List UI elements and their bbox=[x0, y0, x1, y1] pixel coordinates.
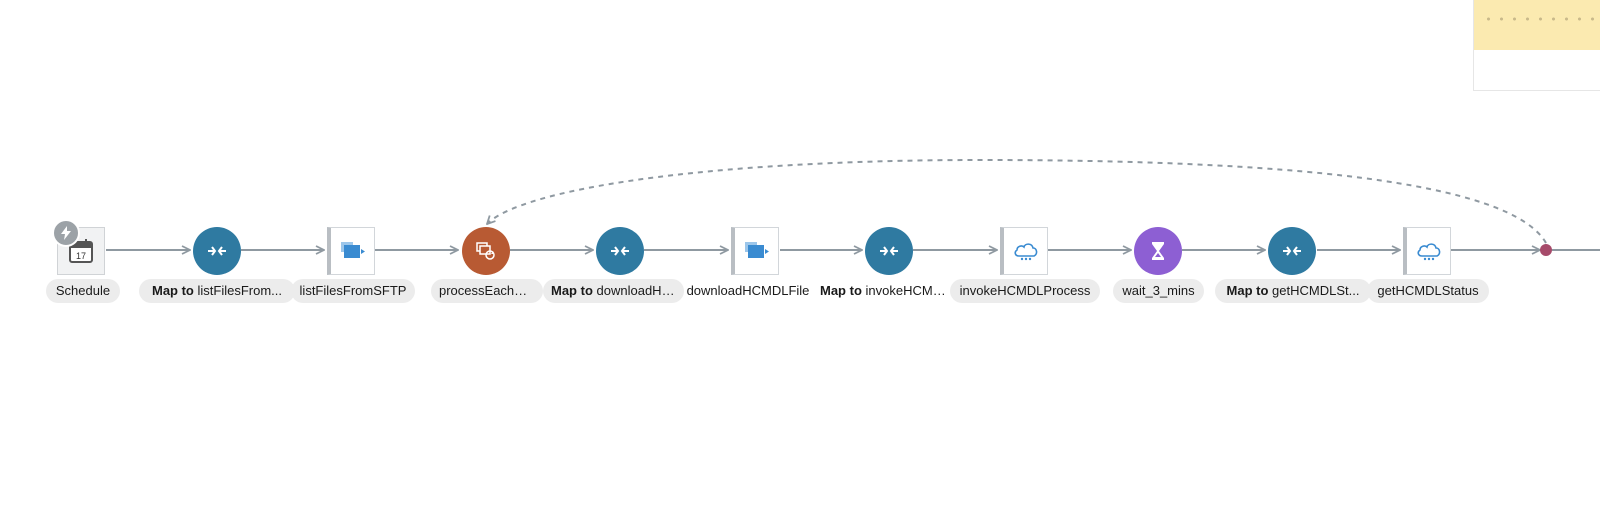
adapter-step-gethcmdlstatus[interactable] bbox=[1403, 227, 1451, 275]
step-label-4[interactable]: Map to downloadHC... bbox=[543, 279, 684, 303]
adapter-step-invokehcmdlprocess[interactable] bbox=[1000, 227, 1048, 275]
step-label-1[interactable]: Map to listFilesFrom... bbox=[139, 279, 295, 303]
map-icon bbox=[208, 246, 226, 256]
step-label-2[interactable]: listFilesFromSFTP bbox=[291, 279, 415, 303]
map-icon bbox=[1283, 246, 1301, 256]
sticky-note-header bbox=[1474, 0, 1600, 50]
hourglass-icon bbox=[1152, 242, 1164, 260]
map-step-gethcmdlstatus[interactable] bbox=[1268, 227, 1316, 275]
step-label-3[interactable]: processEachFile bbox=[431, 279, 543, 303]
step-label-5[interactable]: downloadHCMDLFile bbox=[686, 283, 810, 298]
step-label-6[interactable]: Map to invokeHCMD... bbox=[812, 279, 958, 303]
step-label-6-prefix: Map to bbox=[820, 283, 862, 298]
step-label-9-text: getHCMDLSt... bbox=[1272, 283, 1360, 298]
cloud-adapter-icon bbox=[1416, 243, 1440, 261]
for-each-icon bbox=[476, 242, 495, 260]
loop-end-dot bbox=[1540, 244, 1552, 256]
map-step-invokehcmd[interactable] bbox=[865, 227, 913, 275]
step-label-10[interactable]: getHCMDLStatus bbox=[1367, 279, 1489, 303]
step-label-4-prefix: Map to bbox=[551, 283, 593, 298]
adapter-step-listfilesfromsftp[interactable] bbox=[327, 227, 375, 275]
for-each-step-processeachfile[interactable] bbox=[462, 227, 510, 275]
step-label-1-prefix: Map to bbox=[151, 283, 194, 298]
map-icon bbox=[880, 246, 898, 256]
step-label-1-text: listFilesFrom... bbox=[197, 283, 283, 298]
cloud-adapter-icon bbox=[1013, 243, 1037, 261]
drag-handle-dots[interactable] bbox=[1482, 17, 1600, 21]
step-label-9[interactable]: Map to getHCMDLSt... bbox=[1215, 279, 1371, 303]
ftp-adapter-icon bbox=[744, 242, 769, 258]
step-label-7[interactable]: invokeHCMDLProcess bbox=[950, 279, 1100, 303]
adapter-step-downloadhcmdlfile[interactable] bbox=[731, 227, 779, 275]
loop-back-connector bbox=[487, 158, 1547, 244]
step-label-8[interactable]: wait_3_mins bbox=[1113, 279, 1204, 303]
map-icon bbox=[611, 246, 629, 256]
ftp-adapter-icon bbox=[340, 242, 365, 258]
map-step-listfiles[interactable] bbox=[193, 227, 241, 275]
step-label-4-text: downloadHC... bbox=[596, 283, 682, 298]
wait-step-wait3mins[interactable] bbox=[1134, 227, 1182, 275]
sticky-note[interactable] bbox=[1473, 0, 1600, 91]
svg-text:17: 17 bbox=[76, 251, 86, 261]
schedule-label[interactable]: Schedule bbox=[46, 279, 120, 303]
step-label-9-prefix: Map to bbox=[1226, 283, 1269, 298]
step-label-6-text: invokeHCMD... bbox=[865, 283, 953, 298]
trigger-bolt-icon bbox=[52, 219, 80, 247]
map-step-downloadhc[interactable] bbox=[596, 227, 644, 275]
